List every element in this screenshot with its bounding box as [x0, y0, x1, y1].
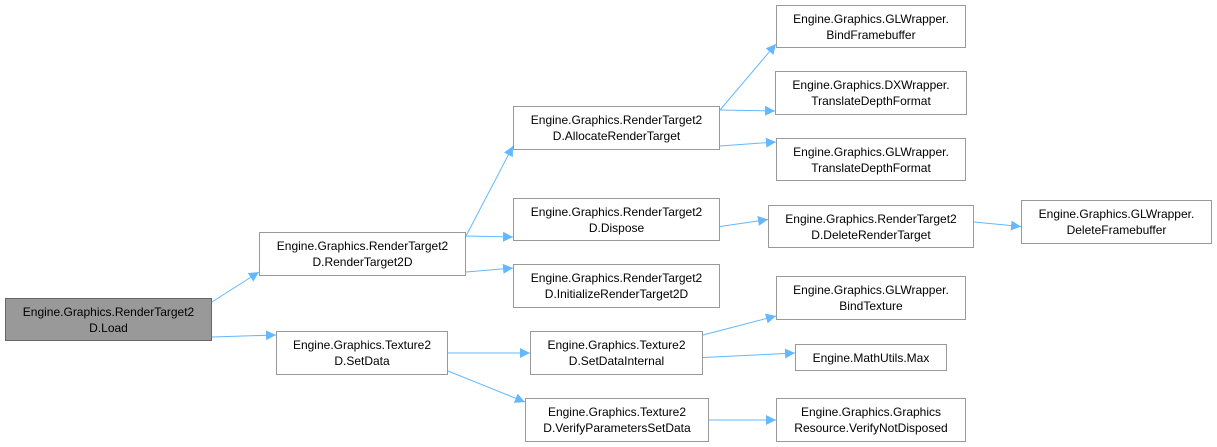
- edge-delrt-to-delfb: [973, 220, 1022, 231]
- node-bindfb[interactable]: Engine.Graphics.GLWrapper.BindFramebuffe…: [776, 5, 966, 48]
- edge-rt2d-to-init: [465, 263, 514, 274]
- edge-rt2d-to-dispose: [465, 231, 514, 242]
- node-label-line: DeleteFramebuffer: [1066, 223, 1167, 237]
- node-gltdf[interactable]: Engine.Graphics.GLWrapper.TranslateDepth…: [776, 138, 966, 181]
- node-label-line: D.SetData: [334, 354, 390, 368]
- edge-alloc-to-dxtdf: [719, 105, 776, 116]
- edge-dispose-to-delrt: [719, 215, 769, 227]
- node-label-line: BindFramebuffer: [826, 27, 916, 42]
- node-label-line: D.VerifyParametersSetData: [543, 421, 691, 435]
- node-delfb[interactable]: Engine.Graphics.GLWrapper. DeleteFramebuf…: [1021, 200, 1212, 244]
- node-label-line: Engine.Graphics.GLWrapper.: [793, 11, 949, 26]
- edge-load-to-setdata: [211, 330, 277, 341]
- node-label-line: Engine.Graphics.RenderTarget2: [530, 204, 703, 219]
- node-label-line: Engine.Graphics.RenderTarget2: [785, 211, 957, 226]
- node-label-line: D.RenderTarget2D: [312, 255, 413, 269]
- edge-rt2d-to-alloc: [465, 145, 514, 237]
- edge-load-to-rt2d: [211, 271, 260, 303]
- node-label-line: D.SetDataInternal: [568, 354, 665, 368]
- node-label-line: D.InitializeRenderTarget2D: [544, 287, 689, 301]
- node-label-line: Engine.Graphics.RenderTarget2: [530, 113, 703, 127]
- edge-setdata-to-verify: [447, 370, 526, 403]
- node-label-line: Engine.MathUtils.Max: [812, 350, 930, 365]
- node-label-line: Engine.Graphics.RenderTarget2: [22, 304, 195, 319]
- node-label-line: Engine.Graphics.DXWrapper.: [792, 78, 950, 92]
- edge-setdataint-to-bindtex: [702, 313, 777, 336]
- node-label-line: TranslateDepthFormat: [811, 160, 931, 175]
- edge-alloc-to-gltdf: [719, 137, 777, 148]
- edge-alloc-to-bindfb: [719, 43, 777, 111]
- node-bindtex[interactable]: Engine.Graphics.GLWrapper. BindTexture: [776, 276, 966, 320]
- node-label-line: Engine.Graphics.GLWrapper.: [1038, 207, 1195, 221]
- node-label-line: Engine.Graphics.Texture2: [547, 338, 686, 352]
- node-label-line: Engine.Graphics.Graphics: [800, 405, 942, 419]
- node-label-line: D.DeleteRenderTarget: [811, 227, 931, 242]
- node-max[interactable]: Engine.MathUtils.Max: [795, 344, 947, 371]
- node-label-line: D.Dispose: [588, 220, 645, 235]
- node-label-line: TranslateDepthFormat: [811, 94, 931, 108]
- edge-setdataint-to-max: [702, 348, 796, 359]
- node-dxtdf[interactable]: Engine.Graphics.DXWrapper. TranslateDepth…: [775, 71, 967, 115]
- node-label-line: Engine.Graphics.RenderTarget2: [530, 271, 703, 285]
- node-label-line: BindTexture: [839, 299, 903, 313]
- node-label-line: D.AllocateRenderTarget: [552, 129, 681, 143]
- node-label-line: Resource.VerifyNotDisposed: [794, 421, 948, 435]
- node-label-line: Engine.Graphics.GLWrapper.: [793, 283, 949, 297]
- node-label-line: Engine.Graphics.Texture2: [547, 405, 687, 419]
- node-label-line: Engine.Graphics.GLWrapper.: [793, 144, 949, 159]
- node-label-line: Engine.Graphics.Texture2: [292, 338, 432, 352]
- node-label-line: D.Load: [89, 320, 128, 335]
- node-label-line: Engine.Graphics.RenderTarget2: [276, 239, 449, 253]
